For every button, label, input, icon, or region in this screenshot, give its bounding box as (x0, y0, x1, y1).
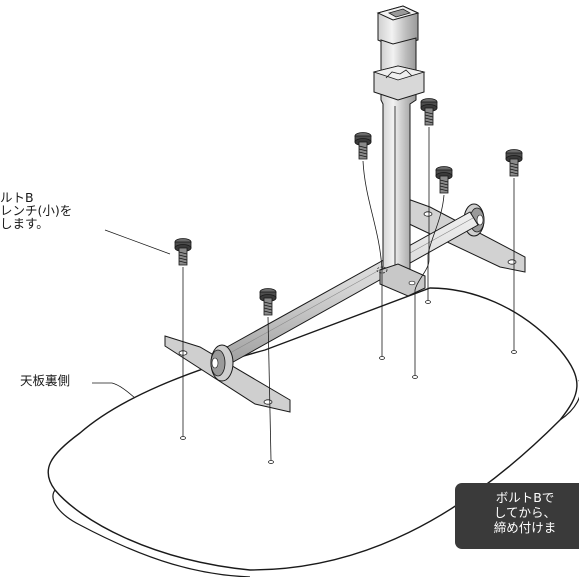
tabletop-underside-label: 天板裏側 (20, 373, 71, 388)
note-line-1: ボルトBで (495, 490, 555, 505)
leader-lines (92, 229, 171, 399)
bolt-instruction-line-1: ルトB (0, 190, 34, 205)
tabletop-holes (180, 300, 517, 464)
bolt-right (505, 149, 523, 177)
bolt-left-inner (259, 288, 277, 316)
vertical-pole (372, 5, 426, 297)
bolt-pole-left (354, 132, 372, 160)
bolt-left-outer (174, 238, 192, 266)
bolt-pole-mid (435, 166, 453, 194)
right-bracket (404, 197, 526, 273)
bolt-instruction-line-3: します。 (0, 216, 49, 231)
guide-lines (182, 127, 515, 461)
note-box: ボルトBで してから、 締め付けま (455, 483, 579, 549)
bolt-pole-top (420, 98, 438, 126)
bolt-instruction-line-2: レンチ(小)を (0, 203, 73, 218)
note-line-2: してから、 (493, 505, 557, 520)
tabletop-underside (47, 287, 579, 577)
bolt-instruction-callout: ルトB レンチ(小)を します。 (0, 191, 72, 230)
left-bracket (164, 335, 291, 413)
note-line-3: 締め付けま (493, 520, 557, 535)
